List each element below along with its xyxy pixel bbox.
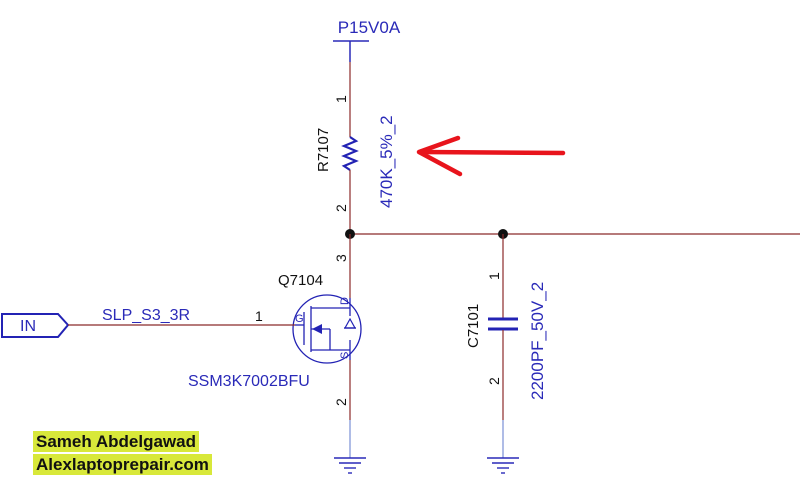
resistor-value-label: 470K_5%_2: [377, 115, 396, 208]
transistor-drain-pin-label: 3: [333, 254, 349, 262]
power-rail-label: P15V0A: [338, 18, 401, 37]
capacitor-pin1-label: 1: [486, 272, 502, 280]
transistor-gate-letter: G: [295, 313, 304, 325]
watermark-name: Sameh Abdelgawad: [33, 431, 199, 452]
transistor-drain-letter: D: [339, 297, 351, 305]
gate-net-label: SLP_S3_3R: [102, 307, 190, 324]
transistor-ref-label: Q7104: [278, 272, 323, 289]
transistor-channel-arrow: [312, 324, 322, 334]
transistor-gate-pin-label: 1: [255, 308, 263, 324]
red-arrow: [416, 135, 566, 177]
transistor-part-label: SSM3K7002BFU: [188, 373, 310, 390]
input-port-label: IN: [20, 318, 36, 335]
capacitor-pin2-label: 2: [486, 377, 502, 385]
capacitor-value-label: 2200PF_50V_2: [528, 282, 547, 400]
capacitor-ref-label: C7101: [465, 304, 482, 348]
transistor-source-pin-label: 2: [333, 398, 349, 406]
input-port: [1, 313, 70, 338]
transistor-body-diode: [343, 317, 357, 329]
resistor-ref-label: R7107: [315, 128, 332, 172]
watermark-site: Alexlaptoprepair.com: [33, 454, 212, 475]
resistor-pin1-label: 1: [333, 95, 349, 103]
ground-icon: [487, 457, 519, 474]
transistor-source-letter: S: [339, 352, 351, 359]
ground-icon: [334, 457, 366, 474]
resistor-body: [341, 136, 359, 171]
resistor-pin2-label: 2: [333, 204, 349, 212]
